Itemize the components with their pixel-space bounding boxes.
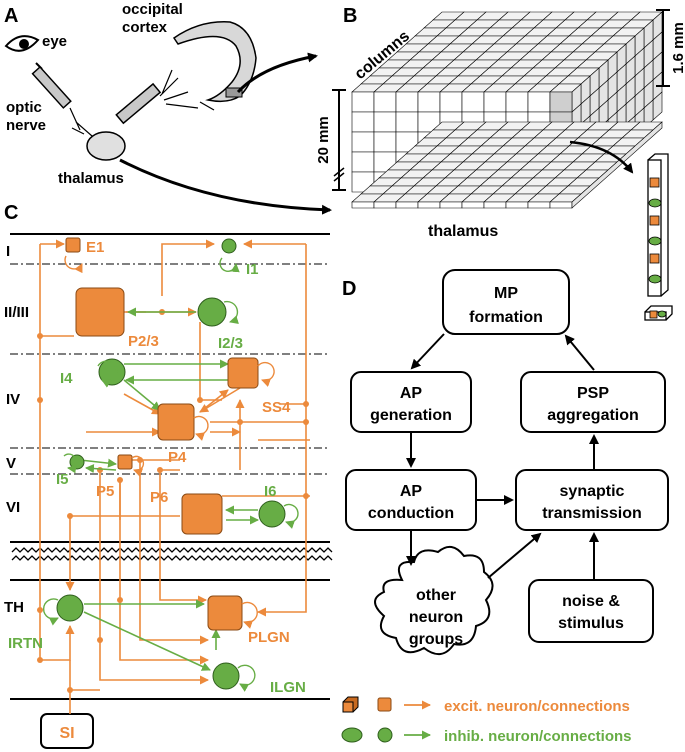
neuron-I1-label: I1 xyxy=(246,261,259,278)
noise-stimulus-line2: stimulus xyxy=(558,615,624,632)
panel-d: D MP formation AP generation PSP aggrega… xyxy=(342,269,669,655)
other-neuron-groups-cloud xyxy=(374,545,494,655)
neuron-PLGN xyxy=(207,595,243,631)
column-excit-neuron xyxy=(649,177,660,188)
neuron-P23-label: P2/3 xyxy=(128,333,159,350)
layer-I: I xyxy=(6,243,10,260)
optic-nerve-label-2: nerve xyxy=(6,117,46,134)
legend: excit. neuron/connections inhib. neuron/… xyxy=(341,696,632,745)
cortex-label-1: occipital xyxy=(122,1,183,18)
neuron-E1 xyxy=(65,237,81,253)
mp-formation-box xyxy=(442,269,570,335)
neuron-IRTN xyxy=(56,594,84,622)
neuron-ILGN-label: ILGN xyxy=(270,679,306,696)
legend-excit-cube-icon xyxy=(342,696,359,713)
ap-generation-line2: generation xyxy=(370,407,452,424)
neuron-SS4 xyxy=(227,357,259,389)
neuron-I4 xyxy=(98,358,126,386)
thalamus-b-label: thalamus xyxy=(428,223,498,240)
panel-a: A eye optic nerve thalamus occipital xyxy=(4,1,332,215)
column-grid xyxy=(351,11,663,209)
legend-inhib-label: inhib. neuron/connections xyxy=(444,728,632,745)
panel-c-label: C xyxy=(4,202,18,224)
eye-label: eye xyxy=(42,33,67,50)
neuron-I5-label: I5 xyxy=(56,471,69,488)
neuron-I23-label: I2/3 xyxy=(218,335,243,352)
neuron-I23 xyxy=(197,297,227,327)
panel-d-label: D xyxy=(342,278,356,300)
psp-aggregation-line2: aggregation xyxy=(547,407,639,424)
self-loops xyxy=(42,255,299,692)
neuron-I1 xyxy=(221,238,237,254)
psp-aggregation-line1: PSP xyxy=(577,385,609,402)
eye-icon xyxy=(4,35,40,52)
excitatory-connections xyxy=(39,239,310,700)
noise-stimulus-box xyxy=(528,579,654,643)
synaptic-transmission-line1: synaptic xyxy=(560,483,625,500)
cortex-label-2: cortex xyxy=(122,19,168,36)
layer-V: V xyxy=(6,455,16,472)
si-input-box xyxy=(40,713,94,749)
ap-generation-line1: AP xyxy=(400,385,423,402)
neuron-IRTN-label: IRTN xyxy=(8,635,43,652)
depth-label: 1.6 mm xyxy=(670,22,685,74)
other-groups-line2: neuron xyxy=(409,609,463,626)
psp-aggregation-box xyxy=(520,371,666,433)
noise-stimulus-line1: noise & xyxy=(562,593,620,610)
legend-excit-square-icon xyxy=(377,697,392,712)
layer-IV: IV xyxy=(6,391,20,408)
synaptic-transmission-box xyxy=(515,469,669,531)
other-groups-line1: other xyxy=(416,587,456,604)
neuron-I4-label: I4 xyxy=(60,370,73,387)
ap-conduction-line2: conduction xyxy=(368,505,454,522)
legend-excit-label: excit. neuron/connections xyxy=(444,698,630,715)
break-symbol xyxy=(11,547,333,561)
layer-TH: TH xyxy=(4,599,24,616)
panel-a-label: A xyxy=(4,5,18,27)
panel-c: C I II/III IV V VI TH xyxy=(4,202,333,749)
single-column xyxy=(644,153,673,321)
layer-VI: VI xyxy=(6,499,20,516)
arrow-thalamus-to-thalamus xyxy=(119,158,332,215)
arrow-column-extract xyxy=(569,140,634,174)
neuron-I6 xyxy=(258,500,286,528)
neuron-ILGN xyxy=(212,662,240,690)
thalamus-shape xyxy=(86,131,126,161)
neuron-P4-label: P4 xyxy=(168,449,187,466)
thalamus-label: thalamus xyxy=(58,170,124,187)
other-groups-line3: groups xyxy=(409,631,463,648)
legend-inhib-circle-icon xyxy=(377,727,393,743)
neuron-I6-label: I6 xyxy=(264,483,277,500)
width-label: 20 mm xyxy=(315,116,332,164)
arrow-cortex-to-columns xyxy=(236,52,318,94)
neuron-P5-label: P5 xyxy=(96,483,114,500)
neuron-P6-label: P6 xyxy=(150,489,168,506)
inhibitory-connections xyxy=(79,307,259,671)
neuron-SS4-label: SS4 xyxy=(262,399,291,416)
mp-formation-line2: formation xyxy=(469,309,543,326)
neuron-P6 xyxy=(181,493,223,535)
panel-b-label: B xyxy=(343,5,357,27)
si-label: SI xyxy=(59,725,74,742)
neuron-P23 xyxy=(75,287,125,337)
layer-II-III: II/III xyxy=(4,304,29,321)
occipital-cortex-shape xyxy=(172,21,257,111)
flow-arrows xyxy=(406,333,599,580)
legend-inhib-ellipse-icon xyxy=(341,727,363,743)
mp-formation-line1: MP xyxy=(494,285,518,302)
ap-conduction-line1: AP xyxy=(400,483,423,500)
synaptic-transmission-line2: transmission xyxy=(542,505,642,522)
neuron-E1-label: E1 xyxy=(86,239,104,256)
optic-nerve-label-1: optic xyxy=(6,99,42,116)
neuron-PLGN-label: PLGN xyxy=(248,629,290,646)
optic-nerve-icon xyxy=(31,62,93,137)
neuron-P4 xyxy=(157,403,195,441)
neuron-P5 xyxy=(117,454,133,470)
optic-radiation-icon xyxy=(115,69,199,125)
excitatory-junctions xyxy=(37,309,309,693)
